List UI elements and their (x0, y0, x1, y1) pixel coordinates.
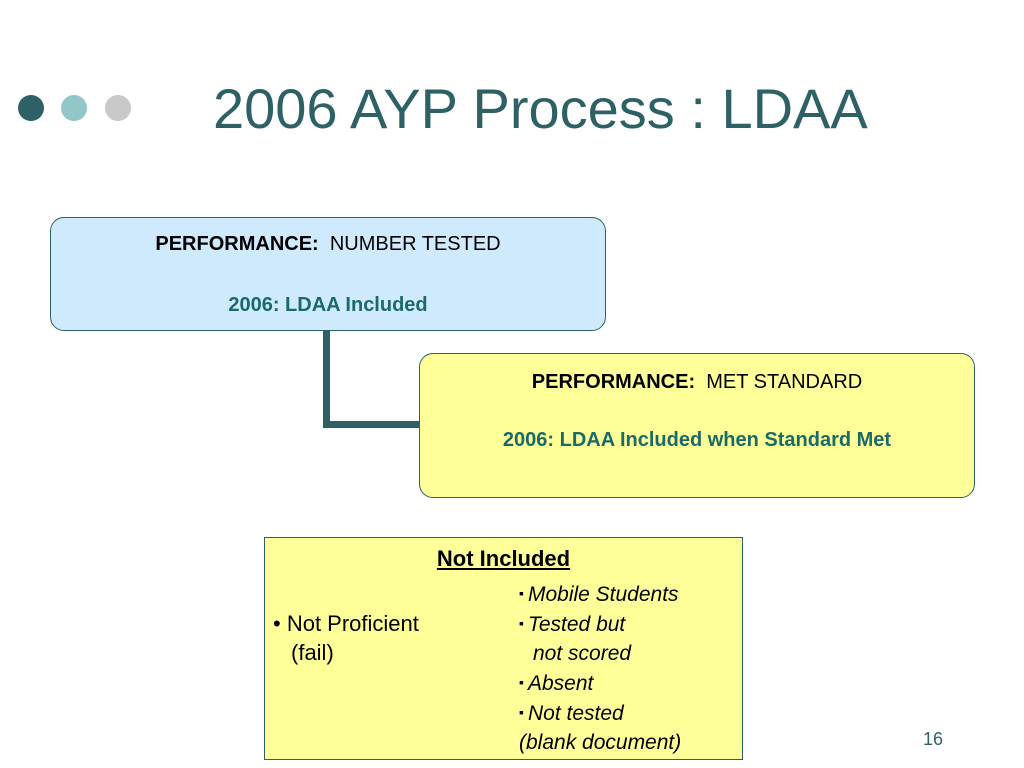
performance-met-standard-box: PERFORMANCE: MET STANDARD 2006: LDAA Inc… (419, 353, 975, 498)
square-bullet-icon: ▪ (519, 674, 524, 690)
square-bullet-icon: ▪ (519, 585, 524, 601)
list-item-continuation: not scored (533, 642, 632, 665)
decor-dot-dark (18, 95, 44, 121)
list-item: ▪Not tested (519, 702, 624, 725)
box-b-label-bold: PERFORMANCE: (531, 371, 696, 393)
not-included-heading: Not Included (436, 546, 571, 571)
not-proficient-line1: • Not Proficient (273, 611, 419, 636)
slide-title: 2006 AYP Process : LDAA (213, 77, 868, 140)
box-a-detail: 2006: LDAA Included (228, 294, 428, 316)
box-a-label: PERFORMANCE: NUMBER TESTED (51, 233, 605, 256)
list-item-continuation: (blank document) (519, 731, 682, 754)
page-number: 16 (923, 729, 944, 749)
not-included-box: Not Included • Not Proficient (fail) ▪Mo… (264, 537, 743, 760)
connector-horizontal (323, 421, 420, 428)
performance-number-tested-box: PERFORMANCE: NUMBER TESTED 2006: LDAA In… (50, 217, 606, 331)
not-proficient-line2: (fail) (291, 640, 334, 665)
excluded-list: ▪Mobile Students ▪Tested but not scored … (519, 579, 681, 757)
box-a-label-bold: PERFORMANCE: (155, 233, 319, 255)
connector-vertical (323, 330, 330, 428)
bullet-icon: • (273, 611, 281, 636)
decor-dot-light (61, 95, 87, 121)
box-a-label-rest: NUMBER TESTED (329, 233, 501, 255)
box-b-detail: 2006: LDAA Included when Standard Met (502, 429, 892, 451)
not-proficient-item: • Not Proficient (fail) (273, 609, 419, 667)
list-item: ▪Absent (519, 672, 594, 695)
square-bullet-icon: ▪ (519, 704, 524, 720)
decor-dot-gray (105, 95, 131, 121)
box-b-label: PERFORMANCE: MET STANDARD (420, 371, 974, 394)
list-item: ▪Mobile Students (519, 583, 679, 606)
box-b-label-rest: MET STANDARD (706, 371, 863, 393)
square-bullet-icon: ▪ (519, 615, 524, 631)
list-item: ▪Tested but (519, 613, 626, 636)
